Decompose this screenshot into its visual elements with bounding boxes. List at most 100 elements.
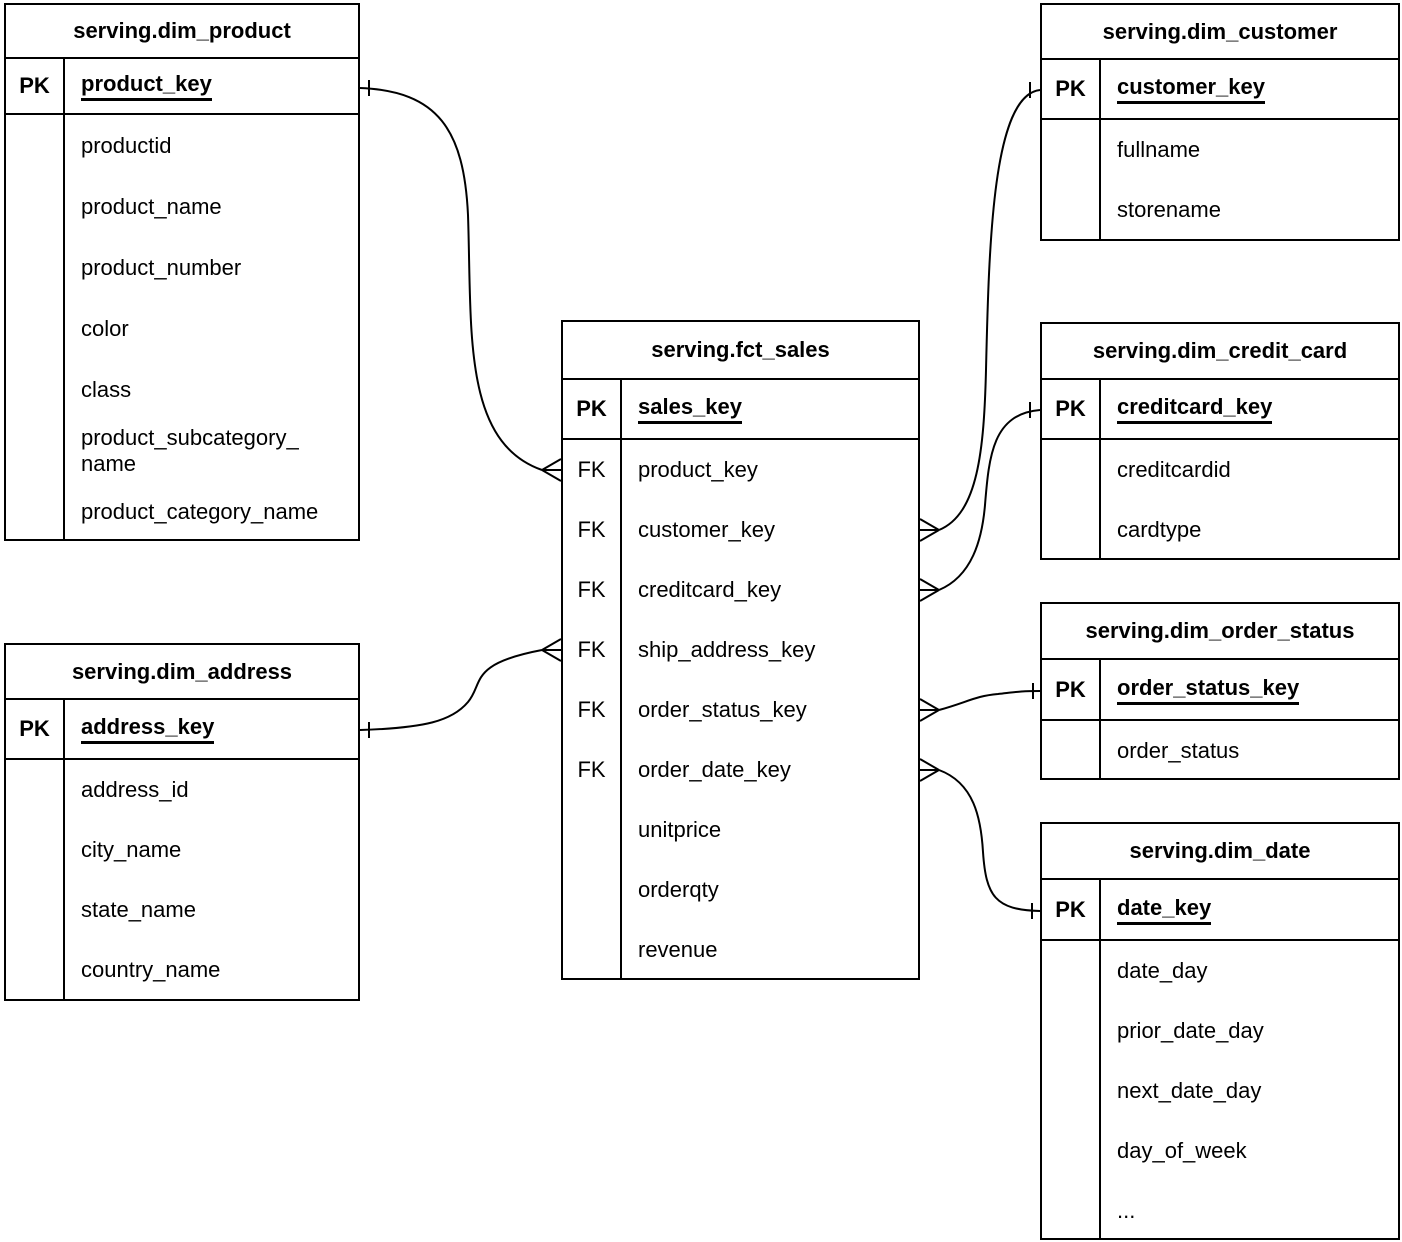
field-name: product_key	[638, 457, 758, 482]
key-badge	[1042, 120, 1101, 180]
pk-row: PK sales_key	[563, 380, 918, 440]
key-badge	[563, 920, 622, 978]
field-name: day_of_week	[1117, 1138, 1247, 1163]
field-row: day_of_week	[1042, 1121, 1398, 1181]
pk-row: PK customer_key	[1042, 60, 1398, 120]
field-name: unitprice	[638, 817, 722, 842]
field-name: address_id	[81, 777, 189, 802]
field-row: order_status	[1042, 721, 1398, 778]
pk-cell: sales_key	[622, 380, 918, 438]
pk-field-name: creditcard_key	[1117, 394, 1273, 424]
pk-row: PK creditcard_key	[1042, 380, 1398, 440]
entity-title: serving.dim_customer	[1042, 5, 1398, 60]
key-badge	[1042, 1001, 1101, 1061]
key-badge	[563, 800, 622, 860]
relationship-line	[359, 87, 543, 471]
entity-title: serving.dim_date	[1042, 824, 1398, 880]
pk-badge: PK	[6, 59, 65, 113]
field-row: product_name	[6, 176, 358, 237]
field-row: fullname	[1042, 120, 1398, 180]
field-name: creditcard_key	[638, 577, 782, 602]
key-badge	[6, 298, 65, 359]
key-badge	[6, 481, 65, 539]
field-name: product_name	[81, 193, 222, 219]
field-name: color	[81, 315, 129, 341]
fk-badge: FK	[563, 740, 622, 800]
pk-cell: date_key	[1101, 880, 1398, 939]
field-row: country_name	[6, 940, 358, 999]
many-crowfoot	[541, 458, 562, 482]
pk-cell: product_key	[65, 59, 358, 113]
pk-cell: address_key	[65, 700, 358, 758]
field-row: city_name	[6, 820, 358, 880]
rel-fct_sales-ship_address_key-dim_address	[359, 638, 562, 738]
key-badge	[563, 860, 622, 920]
field-name: product_subcategory_ name	[81, 424, 299, 476]
key-badge	[1042, 440, 1101, 500]
entity-title: serving.dim_order_status	[1042, 604, 1398, 660]
rel-fct_sales-creditcard_key-dim_credit_card	[919, 402, 1041, 602]
field-row: product_subcategory_ name	[6, 420, 358, 481]
field-row: storename	[1042, 180, 1398, 239]
pk-field-name: date_key	[1117, 895, 1212, 925]
field-name: date_day	[1117, 958, 1208, 983]
field-row: FK product_key	[563, 440, 918, 500]
fk-badge: FK	[563, 440, 622, 500]
key-badge	[6, 237, 65, 298]
key-badge	[1042, 1181, 1101, 1238]
many-crowfoot	[919, 518, 940, 542]
field-row: FK order_date_key	[563, 740, 918, 800]
relationship-line	[938, 409, 1041, 591]
field-name: productid	[81, 132, 172, 158]
pk-cell: order_status_key	[1101, 660, 1398, 719]
entity-title: serving.fct_sales	[563, 322, 918, 380]
fk-badge: FK	[563, 500, 622, 560]
many-crowfoot	[541, 638, 562, 662]
entity-dim_product: serving.dim_product PK product_key produ…	[4, 3, 360, 541]
field-row: address_id	[6, 760, 358, 820]
pk-badge: PK	[1042, 880, 1101, 939]
field-name: storename	[1117, 197, 1221, 222]
key-badge	[6, 760, 65, 820]
key-badge	[1042, 1121, 1101, 1181]
entity-dim_date: serving.dim_date PK date_key date_day pr…	[1040, 822, 1400, 1240]
field-row: ...	[1042, 1181, 1398, 1238]
rel-fct_sales-product_key-dim_product	[359, 80, 562, 482]
pk-field-name: product_key	[81, 71, 212, 101]
entity-dim_address: serving.dim_address PK address_key addre…	[4, 643, 360, 1001]
field-row: cardtype	[1042, 500, 1398, 558]
field-name: orderqty	[638, 877, 719, 902]
field-row: product_number	[6, 237, 358, 298]
key-badge	[6, 880, 65, 940]
many-crowfoot	[919, 698, 940, 722]
field-name: creditcardid	[1117, 457, 1231, 482]
field-row: state_name	[6, 880, 358, 940]
rel-fct_sales-order_date_key-dim_date	[919, 758, 1041, 919]
field-name: ...	[1117, 1198, 1136, 1223]
field-name: revenue	[638, 937, 718, 962]
relationship-line	[938, 89, 1041, 531]
key-badge	[6, 359, 65, 420]
entity-dim_order_status: serving.dim_order_status PK order_status…	[1040, 602, 1400, 780]
pk-field-name: order_status_key	[1117, 675, 1300, 705]
key-badge	[6, 820, 65, 880]
key-badge	[6, 940, 65, 999]
entity-title: serving.dim_product	[6, 5, 358, 59]
field-name: city_name	[81, 837, 182, 862]
field-row: productid	[6, 115, 358, 176]
pk-cell: customer_key	[1101, 60, 1398, 118]
field-row: date_day	[1042, 941, 1398, 1001]
pk-row: PK date_key	[1042, 880, 1398, 941]
key-badge	[6, 176, 65, 237]
pk-badge: PK	[1042, 660, 1101, 719]
pk-badge: PK	[1042, 380, 1101, 438]
field-name: country_name	[81, 957, 221, 982]
field-row: FK order_status_key	[563, 680, 918, 740]
rel-fct_sales-customer_key-dim_customer	[919, 82, 1041, 542]
field-name: product_category_name	[81, 498, 319, 524]
field-row: next_date_day	[1042, 1061, 1398, 1121]
field-row: orderqty	[563, 860, 918, 920]
relationship-line	[938, 769, 1041, 912]
key-badge	[1042, 1061, 1101, 1121]
